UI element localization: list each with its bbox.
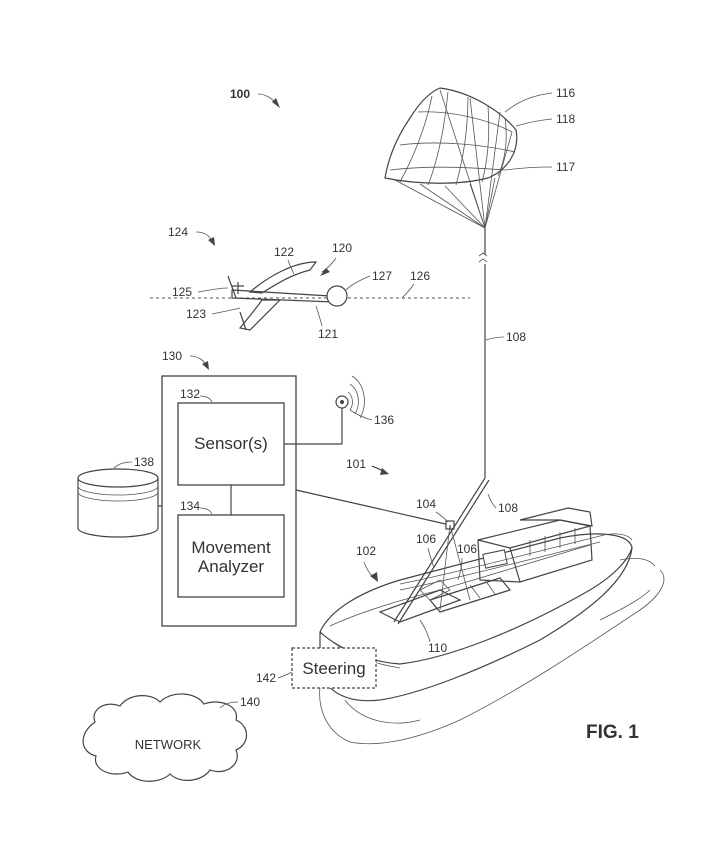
- ref-125: 125: [172, 285, 192, 299]
- movement-analyzer-label-1: Movement: [191, 538, 271, 557]
- movement-analyzer-box: [177, 514, 285, 598]
- steering-label: Steering: [302, 659, 365, 678]
- ref-102: 102: [356, 544, 376, 558]
- arrowhead-124: [208, 237, 215, 246]
- leader-116: [504, 92, 553, 113]
- ref-110: 110: [428, 641, 447, 655]
- leader-106-right: [457, 557, 463, 581]
- arrowhead-101: [380, 468, 389, 475]
- leader-106-left: [427, 547, 435, 569]
- database-icon: [77, 468, 159, 538]
- ref-132: 132: [180, 387, 200, 401]
- leader-123: [211, 307, 241, 315]
- ref-120: 120: [332, 241, 352, 255]
- arrowhead-130: [202, 361, 209, 370]
- leader-125: [197, 287, 229, 293]
- ref-122: 122: [274, 245, 294, 259]
- figure-label: FIG. 1: [586, 722, 639, 743]
- leader-140: [219, 701, 239, 709]
- aerial-vehicle: [227, 261, 348, 331]
- leader-138: [113, 461, 133, 469]
- leader-122: [287, 259, 295, 275]
- leader-132: [199, 395, 213, 403]
- arrowhead-102: [370, 572, 378, 582]
- antenna-icon: [335, 375, 365, 419]
- leader-108-lower: [487, 493, 497, 509]
- ship: [319, 477, 665, 745]
- leader-127: [345, 275, 371, 291]
- ref-108-lower: 108: [498, 501, 518, 515]
- ref-124: 124: [168, 225, 188, 239]
- leader-110: [419, 619, 431, 643]
- sensor-box: [177, 402, 285, 486]
- arrowhead-100: [272, 98, 280, 108]
- ref-121: 121: [318, 327, 338, 341]
- leader-134: [199, 507, 213, 515]
- ref-127: 127: [372, 269, 392, 283]
- ref-130: 130: [162, 349, 182, 363]
- ref-101: 101: [346, 457, 366, 471]
- network-cloud: [82, 693, 248, 782]
- kite: [384, 87, 518, 229]
- ref-117: 117: [556, 160, 575, 174]
- leader-118: [515, 118, 553, 127]
- ref-136: 136: [374, 413, 394, 427]
- ref-138: 138: [134, 455, 154, 469]
- leader-136: [349, 409, 373, 421]
- network-label: NETWORK: [135, 737, 202, 752]
- ref-100: 100: [230, 87, 250, 101]
- arrowhead-120: [320, 268, 330, 276]
- leader-126: [401, 283, 415, 299]
- steering-box: [291, 647, 377, 689]
- ref-142: 142: [256, 671, 276, 685]
- ref-134: 134: [180, 499, 200, 513]
- ref-116: 116: [556, 86, 575, 100]
- ref-104: 104: [416, 497, 436, 511]
- ref-106-left: 106: [416, 532, 436, 546]
- ref-126: 126: [410, 269, 430, 283]
- arrow-120: [321, 257, 337, 273]
- control-mast-link: [295, 489, 451, 526]
- leader-142: [277, 671, 293, 679]
- leader-117: [504, 166, 553, 171]
- leader-108-upper: [485, 336, 505, 341]
- sensor-label: Sensor(s): [194, 434, 268, 453]
- ref-108-upper: 108: [506, 330, 526, 344]
- ref-118: 118: [556, 112, 575, 126]
- ref-106-right: 106: [457, 542, 477, 556]
- tether: [478, 228, 488, 478]
- leader-104: [435, 511, 449, 523]
- leader-121: [315, 305, 323, 327]
- ref-140: 140: [240, 695, 260, 709]
- movement-analyzer-label-2: Analyzer: [198, 557, 264, 576]
- ref-123: 123: [186, 307, 206, 321]
